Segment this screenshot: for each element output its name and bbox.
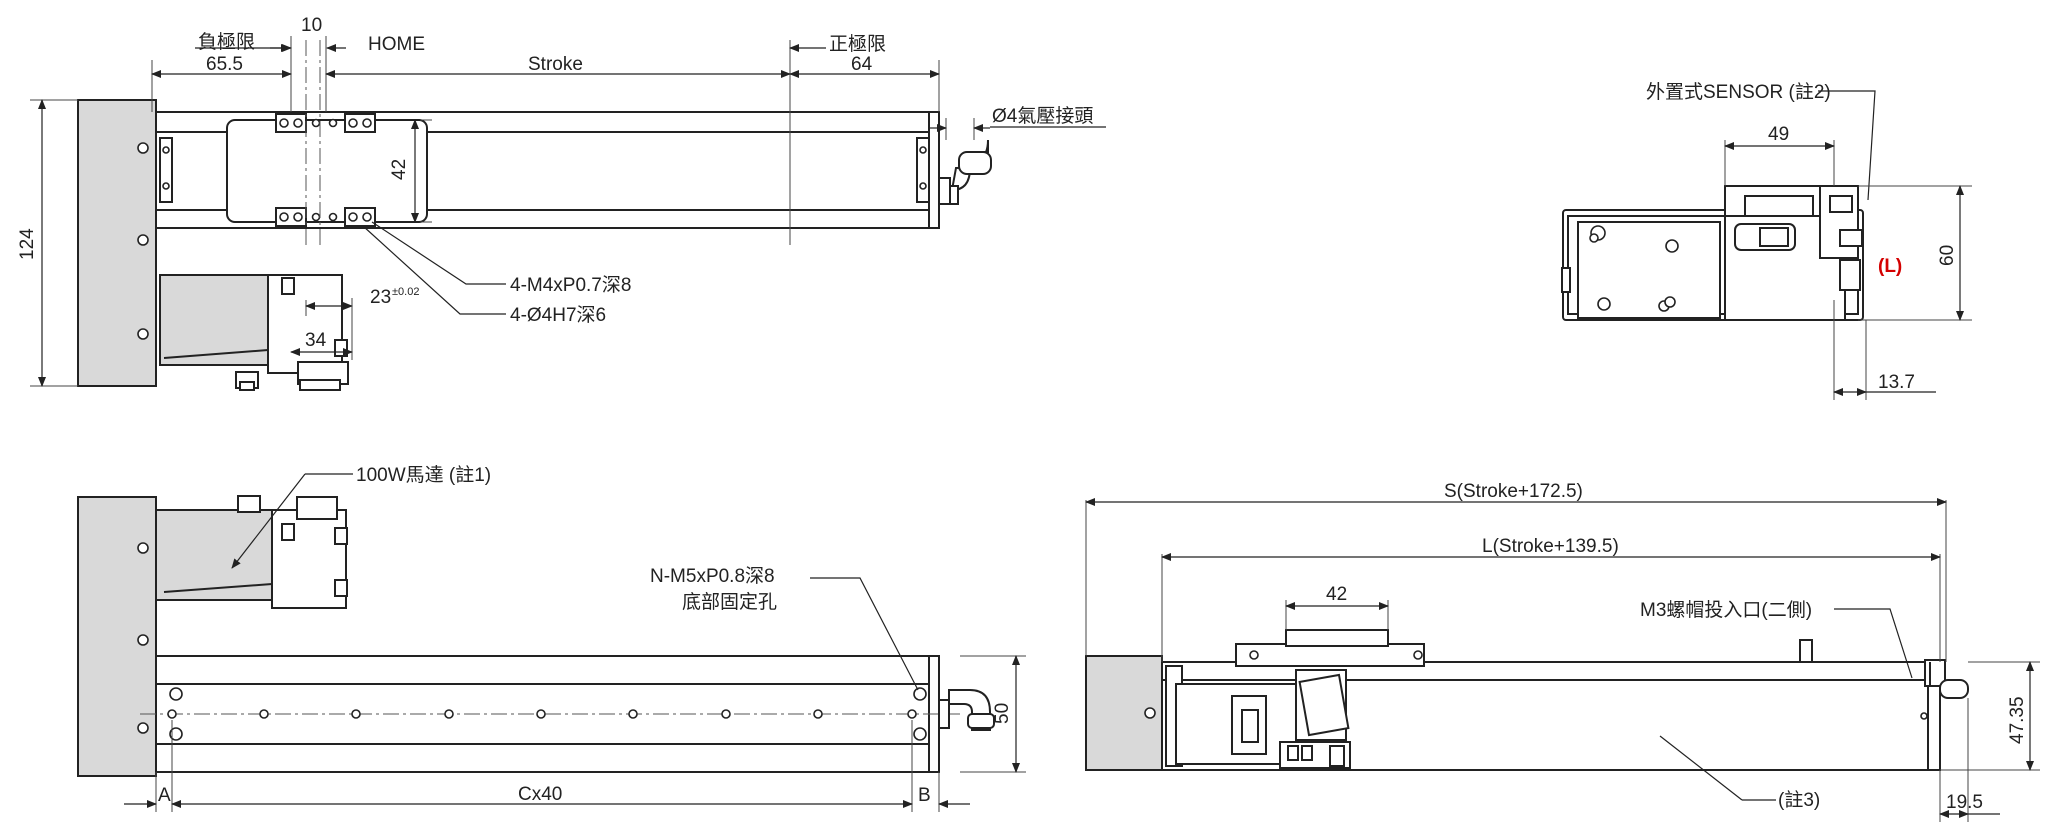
home-offset-label: 10 [301, 15, 322, 36]
bottom-motor-body [155, 509, 275, 601]
carriage-height-label: 42 [389, 159, 410, 180]
side-offset-label: 19.5 [1946, 792, 1983, 813]
side-view: S(Stroke+172.5) L(Stroke+139.5) 42 M3螺帽投… [1085, 481, 2040, 822]
bottom-mount-holes [167, 687, 927, 741]
bottom-air-fitting [938, 689, 995, 731]
top-carriage-holes [275, 113, 376, 227]
stroke-label: Stroke [528, 54, 583, 75]
top-carriage [226, 119, 428, 223]
bottom-holes-label-1: N-M5xP0.8深8 [650, 565, 775, 587]
length-label: L(Stroke+139.5) [1482, 536, 1619, 557]
carriage-width-label: 42 [1326, 584, 1347, 605]
dim-B-label: B [918, 785, 931, 806]
sensor-label: 外置式SENSOR (註2) [1646, 81, 1831, 103]
bottom-view: 100W馬達 (註1) N-M5xP0.8深8 底部固定孔 50 A Cx40 … [77, 464, 1026, 812]
neg-limit-label: 負極限 [198, 31, 255, 53]
end-height-label: 60 [1937, 245, 1958, 266]
pitch-label: Cx40 [518, 784, 562, 805]
air-fitting-label: Ø4氣壓接頭 [992, 105, 1093, 127]
dim-A-label: A [158, 785, 171, 806]
home-label: HOME [368, 34, 425, 55]
motor-label: 100W馬達 (註1) [356, 464, 491, 486]
dim-neg-label: 65.5 [206, 54, 243, 75]
tap-holes-label: 4-M4xP0.7深8 [510, 274, 631, 296]
top-view: 負極限 10 HOME 正極限 65.5 Stroke 64 124 42 Ø4… [17, 15, 1106, 391]
side-height-label: 47.35 [2007, 696, 2028, 744]
dim-pos-label: 64 [851, 54, 873, 75]
pin-holes-label: 4-Ø4H7深6 [510, 304, 606, 326]
side-carriage [1235, 643, 1425, 667]
pitch-34-label: 34 [305, 330, 327, 351]
pitch-23-label: 23 [370, 287, 391, 308]
note3-label: (註3) [1778, 789, 1820, 811]
pitch-tolerance-label: ±0.02 [392, 286, 419, 298]
top-motor-body [159, 274, 271, 366]
end-view: 49 外置式SENSOR (註2) 60 (L) 13.7 [1561, 81, 1972, 400]
pos-limit-label: 正極限 [829, 33, 886, 55]
end-offset-label: 13.7 [1878, 372, 1915, 393]
end-width-label: 49 [1768, 124, 1789, 145]
height-124-label: 124 [17, 228, 38, 260]
bottom-holes-label-2: 底部固定孔 [682, 591, 777, 613]
nut-slot-label: M3螺帽投入口(二側) [1640, 599, 1812, 621]
end-L-mark: (L) [1878, 256, 1902, 277]
air-fitting [939, 139, 992, 205]
bottom-height-label: 50 [992, 703, 1013, 724]
total-length-label: S(Stroke+172.5) [1444, 481, 1583, 502]
